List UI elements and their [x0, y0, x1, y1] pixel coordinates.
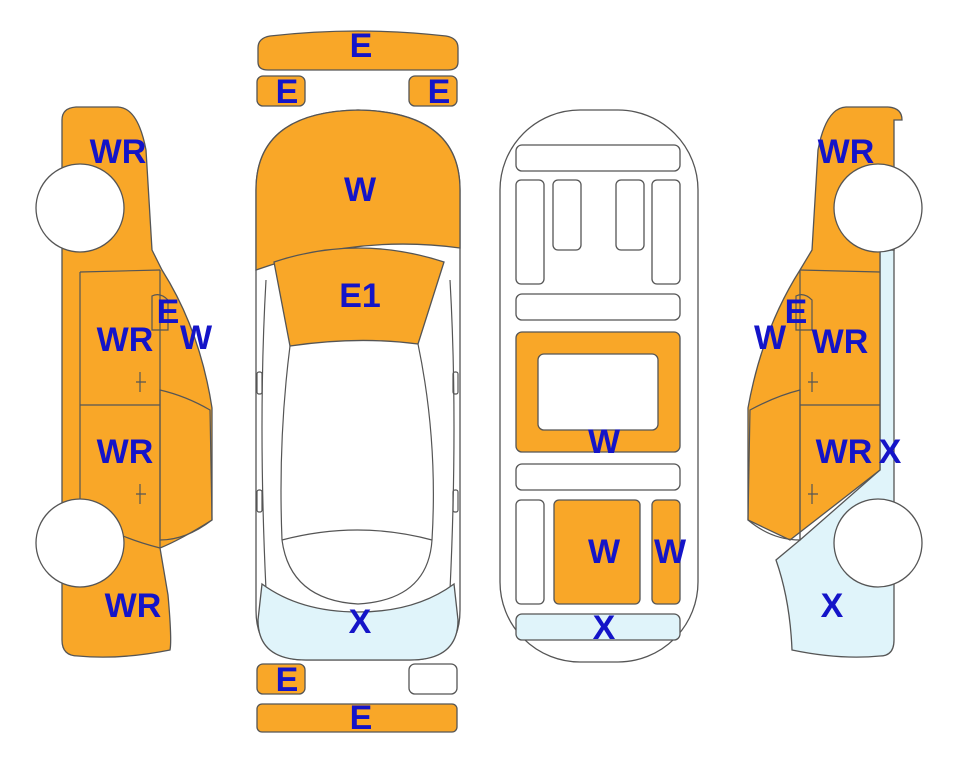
left-side-view: WR WR E W WR WR	[35, 106, 213, 658]
right-rear-door-code: WR	[816, 433, 873, 471]
rear-right-light[interactable]	[408, 663, 458, 695]
right-front-door-top	[799, 269, 881, 273]
right-pillar-code: E	[785, 293, 808, 331]
underbody-front-inner-right	[615, 179, 645, 251]
front-bumper-bar[interactable]	[257, 30, 459, 71]
hood-code: W	[344, 171, 377, 209]
left-rear-fender-code: WR	[105, 587, 162, 625]
trunk-line	[281, 539, 433, 605]
left-front-wheel	[35, 163, 125, 253]
underbody-rear-bar[interactable]	[515, 613, 681, 641]
windshield-panel[interactable]	[273, 247, 445, 347]
left-handle	[256, 489, 263, 513]
right-front-door-code: WR	[812, 323, 869, 361]
right-window-code: W	[754, 319, 787, 357]
left-front-door-code: WR	[97, 321, 154, 359]
roof-right-line	[417, 343, 434, 541]
front-bumper-view: E E E	[256, 27, 459, 111]
left-pillar-outline	[151, 294, 169, 331]
left-window-code: W	[180, 319, 213, 357]
left-mirror	[256, 371, 263, 395]
left-pillar-code: E	[157, 293, 180, 331]
front-bumper-bar-code: E	[350, 27, 373, 65]
rear-bumper-bar-code: E	[350, 699, 373, 737]
right-front-fender-code: WR	[818, 133, 875, 171]
left-rear-door-code: WR	[97, 433, 154, 471]
left-front-door-top	[79, 269, 161, 273]
top-view: W E1 X	[255, 109, 461, 661]
underbody-front-inner-left	[552, 179, 582, 251]
underbody-cross-bar	[515, 293, 681, 321]
left-side-window-glass	[159, 389, 213, 541]
body-left-line	[261, 279, 267, 591]
rear-bumper-view: E E	[256, 661, 458, 737]
body-right-line	[449, 279, 455, 591]
underbody-front-right	[651, 179, 681, 285]
underbody-rear-bar-code: X	[593, 609, 616, 647]
right-pillar-outline	[795, 294, 813, 331]
rear-window-line	[281, 529, 433, 541]
underbody-rear-cross-bar	[515, 463, 681, 491]
windshield-code: E1	[339, 277, 381, 315]
underbody-rear-left[interactable]	[553, 499, 641, 605]
left-front-fender-code: WR	[90, 133, 147, 171]
front-left-light-code: E	[276, 73, 299, 111]
front-left-light[interactable]	[256, 75, 306, 107]
right-side-view: WR W E WR WR X X	[747, 106, 923, 658]
left-front-handle	[136, 372, 146, 392]
left-rear-handle	[136, 484, 146, 504]
underbody-middle-code: W	[588, 423, 621, 461]
underbody-view: W W W X	[499, 109, 699, 663]
right-front-handle	[808, 372, 818, 392]
rear-left-light-code: E	[276, 661, 299, 699]
front-right-light[interactable]	[408, 75, 458, 107]
top-rear-panel[interactable]	[257, 582, 459, 661]
roof-left-line	[280, 345, 291, 541]
underbody-middle-hole	[537, 353, 659, 431]
rear-left-light[interactable]	[256, 663, 306, 695]
underbody-rear-left-rail	[515, 499, 545, 605]
right-rear-wheel	[833, 498, 923, 588]
front-right-light-code: E	[428, 73, 451, 111]
right-side-window-glass	[747, 389, 801, 541]
left-rear-wheel	[35, 498, 125, 588]
underbody-front-left	[515, 179, 545, 285]
underbody-rear-left-code: W	[588, 533, 621, 571]
right-handle	[452, 489, 459, 513]
right-front-wheel	[833, 163, 923, 253]
underbody-front-bar	[515, 144, 681, 172]
rear-bumper-bar[interactable]	[256, 703, 458, 733]
underbody-rear-right[interactable]	[651, 499, 681, 605]
underbody-rear-right-code: W	[654, 533, 687, 571]
right-rear-door-edge-code: X	[879, 433, 902, 471]
right-rear-handle	[808, 484, 818, 504]
top-rear-code: X	[349, 603, 372, 641]
right-mirror	[452, 371, 459, 395]
right-rear-fender-code: X	[821, 587, 844, 625]
